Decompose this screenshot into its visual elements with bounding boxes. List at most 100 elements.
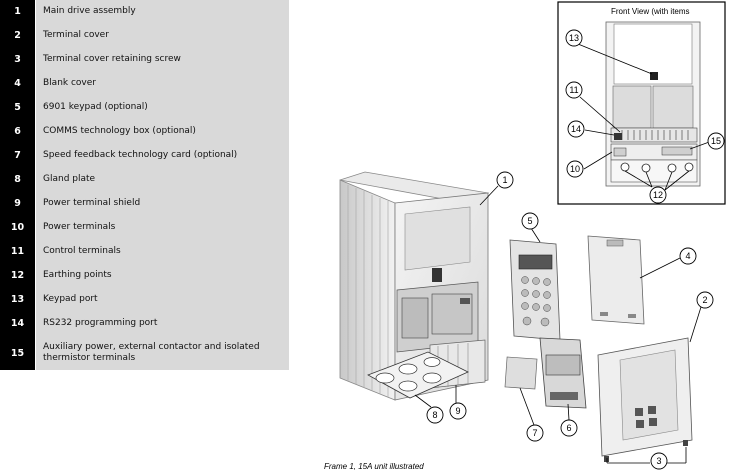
inset-earth-point-2	[641, 163, 651, 173]
legend-number: 2	[0, 24, 35, 48]
inset-earth-point-3	[667, 163, 677, 173]
legend-number: 8	[0, 168, 35, 192]
inset-power-terminals	[613, 147, 627, 157]
legend-number: 12	[0, 264, 35, 288]
inset-keypad-port	[650, 72, 658, 80]
blank-cover	[587, 235, 645, 325]
terminal-cover-vents	[635, 406, 657, 428]
gland-hole-4	[398, 380, 418, 392]
legend-number: 13	[0, 288, 35, 312]
callout-7: 7	[526, 424, 544, 442]
legend-label: Blank cover	[36, 72, 289, 96]
speed-feedback-card	[504, 356, 538, 390]
callout-2-label: 2	[702, 295, 707, 305]
inset-rs232-port	[614, 133, 622, 140]
legend-label: Terminal cover	[36, 24, 289, 48]
comms-box-connector	[545, 354, 581, 376]
inset-control-terminals	[610, 127, 698, 143]
legend-label: Speed feedback technology card (optional…	[36, 144, 289, 168]
callout-10: 10	[566, 160, 584, 178]
legend-number: 9	[0, 192, 35, 216]
legend-label: Keypad port	[36, 288, 289, 312]
terminal-cover-inner	[619, 349, 679, 441]
drive-terminal-block-left	[401, 297, 429, 339]
inset-title: Front View (with items	[611, 7, 690, 16]
callout-15: 15	[707, 132, 725, 150]
callout-5-label: 5	[527, 216, 532, 226]
legend-label: Power terminal shield	[36, 192, 289, 216]
legend-number: 6	[0, 120, 35, 144]
legend-number: 11	[0, 240, 35, 264]
legend-number: 15	[0, 336, 35, 370]
legend-label: Control terminals	[36, 240, 289, 264]
gland-hole-1	[375, 372, 395, 384]
callout-13-label: 13	[569, 33, 579, 43]
gland-plate	[367, 351, 469, 399]
inset-earth-point-1	[620, 162, 630, 172]
heatsink-fins	[347, 185, 389, 397]
retaining-screw-left	[604, 456, 609, 462]
callout-10-label: 10	[570, 164, 580, 174]
callouts: 1 2 3 4 5 6 7 8 9 10 11 12 13 14 15	[426, 29, 725, 470]
callout-8-label: 8	[432, 410, 437, 420]
legend-label: Main drive assembly	[36, 0, 289, 24]
callout-6: 6	[560, 419, 578, 437]
callout-14-label: 14	[571, 124, 581, 134]
legend-label: Auxiliary power, external contactor and …	[36, 336, 289, 370]
callout-9-label: 9	[455, 406, 460, 416]
comms-box-terminals	[550, 392, 578, 400]
callout-3: 3	[650, 452, 668, 470]
drive-keypad-port	[432, 268, 442, 282]
callout-12-label: 12	[653, 190, 663, 200]
callout-12: 12	[649, 186, 667, 204]
callout-11-label: 11	[569, 85, 578, 95]
blank-cover-slot-2	[628, 314, 636, 318]
legend-label: 6901 keypad (optional)	[36, 96, 289, 120]
legend-label: Power terminals	[36, 216, 289, 240]
keypad-6901	[509, 239, 561, 341]
callout-8: 8	[426, 406, 444, 424]
callout-14: 14	[567, 120, 585, 138]
legend-number: 4	[0, 72, 35, 96]
gland-hole-2	[398, 363, 418, 375]
callout-15-label: 15	[711, 136, 721, 146]
blank-cover-slot-1	[600, 312, 608, 316]
legend-number: 7	[0, 144, 35, 168]
comms-technology-box	[539, 337, 587, 409]
legend-number: 1	[0, 0, 35, 24]
callout-4-label: 4	[685, 251, 690, 261]
callout-3-label: 3	[656, 456, 661, 466]
front-view-inset: Front View (with items	[557, 1, 726, 205]
retaining-screw-right	[683, 440, 688, 446]
blank-cover-tab	[606, 239, 624, 247]
legend-number: 5	[0, 96, 35, 120]
callout-1: 1	[496, 171, 514, 189]
inset-aux-block	[661, 146, 693, 156]
callout-11: 11	[565, 81, 583, 99]
blank-cover-body	[587, 235, 645, 325]
callout-4: 4	[679, 247, 697, 265]
inset-right-module	[652, 85, 694, 129]
drive-terminal-detail	[460, 298, 470, 304]
legend-label: Terminal cover retaining screw	[36, 48, 289, 72]
legend-label: RS232 programming port	[36, 312, 289, 336]
callout-1-label: 1	[502, 175, 507, 185]
legend-number: 3	[0, 48, 35, 72]
inset-left-module	[612, 85, 652, 129]
callout-9: 9	[449, 402, 467, 420]
keypad-buttons	[521, 276, 551, 327]
keypad-display	[518, 254, 553, 270]
